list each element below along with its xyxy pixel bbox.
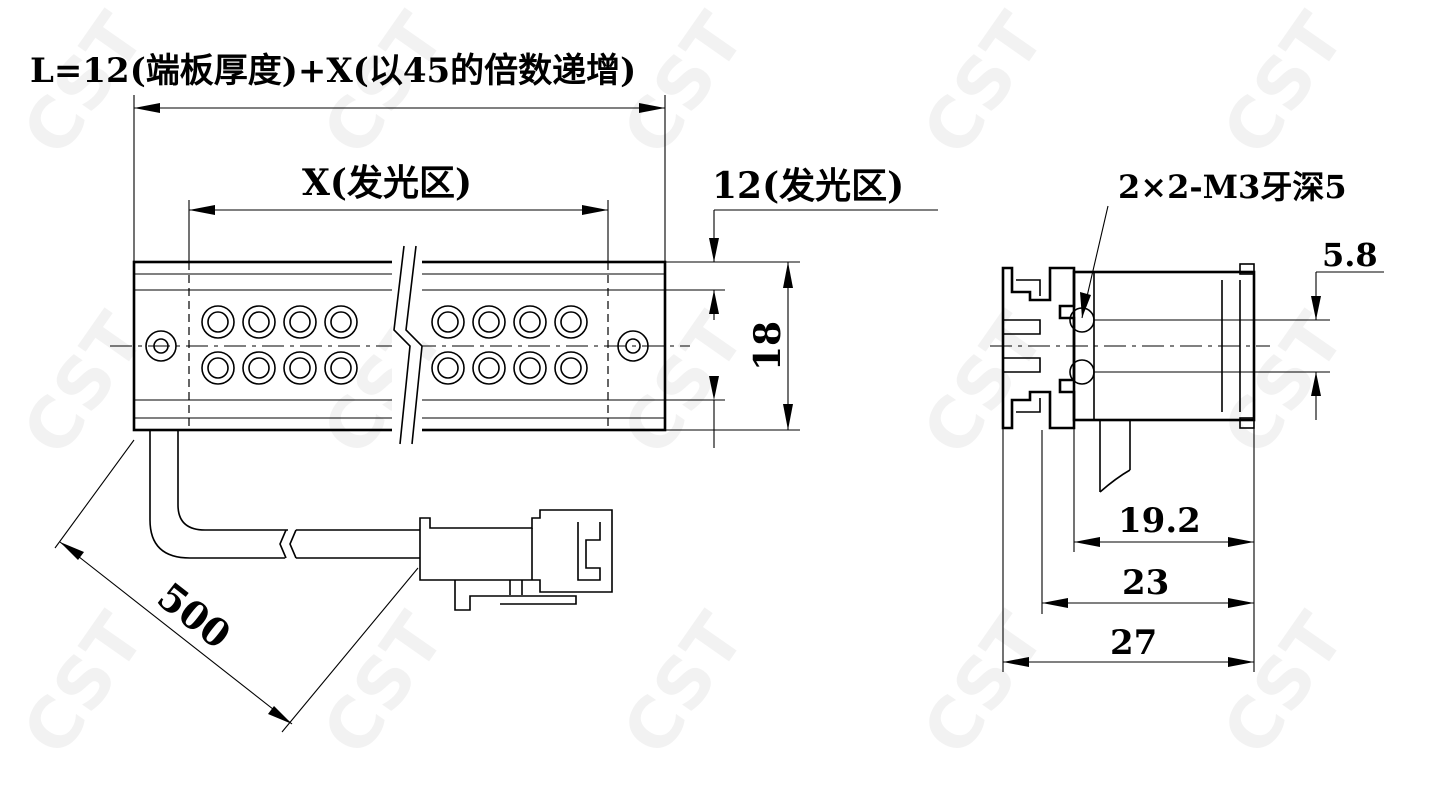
- led-lens-14: [519, 357, 541, 379]
- dim-overall-length: [133, 95, 666, 262]
- led-13: [513, 305, 547, 339]
- led-5: [283, 305, 317, 339]
- led-lens-1: [207, 311, 229, 333]
- watermark-8: CST: [607, 299, 761, 470]
- led-14: [513, 351, 547, 385]
- led-lens-2: [207, 357, 229, 379]
- cable-500-label: 500: [149, 573, 239, 657]
- emitting-12-label: 12(发光区): [712, 165, 904, 207]
- break-line-left: [393, 245, 411, 445]
- led-4: [242, 351, 276, 385]
- led-lens-9: [437, 311, 459, 333]
- led-9: [431, 305, 465, 339]
- dim-emitting-x: [188, 200, 609, 262]
- dim-5-8-label: 5.8: [1322, 236, 1378, 274]
- led-lens-8: [330, 357, 352, 379]
- housing-lip-bottom: [1239, 417, 1255, 429]
- watermark-5: CST: [1207, 0, 1361, 170]
- emitting-x-label: X(发光区): [302, 162, 472, 204]
- watermark-15: CST: [1207, 599, 1361, 770]
- led-10: [431, 351, 465, 385]
- led-15: [554, 305, 588, 339]
- led-6: [283, 351, 317, 385]
- connector-latch: [577, 522, 601, 581]
- watermark-6: CST: [7, 299, 161, 470]
- led-8: [324, 351, 358, 385]
- cable-break-a: [279, 529, 287, 559]
- led-3: [242, 305, 276, 339]
- dim-5-8: [1094, 271, 1384, 420]
- watermark-10: CST: [1207, 299, 1361, 470]
- led-lens-10: [437, 357, 459, 379]
- led-2: [201, 351, 235, 385]
- height-18-label: 18: [747, 321, 789, 371]
- profile-slot-top: [1016, 279, 1041, 296]
- led-11: [472, 305, 506, 339]
- led-lens-11: [478, 311, 500, 333]
- cable-break-b: [289, 529, 297, 559]
- end-mount-hole-right: [617, 330, 649, 362]
- led-lens-4: [248, 357, 270, 379]
- housing-lip-top: [1239, 263, 1255, 275]
- profile-channel-lower: [1003, 357, 1041, 373]
- watermark-12: CST: [307, 599, 461, 770]
- side-view: [990, 263, 1270, 493]
- dim-23-label: 23: [1122, 563, 1169, 603]
- led-lens-7: [330, 311, 352, 333]
- led-lens-16: [560, 357, 582, 379]
- led-1: [201, 305, 235, 339]
- dim-19-2-label: 19.2: [1118, 501, 1201, 541]
- led-lens-5: [289, 311, 311, 333]
- watermark-14: CST: [907, 599, 1061, 770]
- led-7: [324, 305, 358, 339]
- end-mount-hole-left-inner: [153, 338, 169, 354]
- front-view: [110, 245, 690, 445]
- profile-slot-bottom: [1016, 398, 1041, 413]
- connector-clip: [454, 580, 577, 611]
- break-gap: [392, 245, 422, 445]
- dim-widths: [1002, 420, 1255, 672]
- led-lens-3: [248, 311, 270, 333]
- watermark-11: CST: [7, 599, 161, 770]
- thread-leader: [1080, 205, 1109, 319]
- dim-27-label: 27: [1110, 623, 1157, 663]
- watermark-9: CST: [907, 299, 1061, 470]
- thread-label: 2×2-M3牙深5: [1118, 168, 1347, 206]
- dim-cable-500: [54, 439, 419, 733]
- cable-outer: [149, 430, 285, 559]
- led-12: [472, 351, 506, 385]
- watermark-13: CST: [607, 599, 761, 770]
- break-line-right: [405, 245, 423, 445]
- led-lens-12: [478, 357, 500, 379]
- dim-emitting-12: [665, 209, 938, 448]
- watermark-4: CST: [907, 0, 1061, 170]
- cable-assembly: [149, 430, 613, 611]
- led-16: [554, 351, 588, 385]
- led-lens-6: [289, 357, 311, 379]
- led-array: [201, 305, 588, 385]
- overall-length-label: L=12(端板厚度)+X(以45的倍数递增): [30, 51, 636, 91]
- cable-stub-break: [1099, 469, 1131, 493]
- led-lens-15: [560, 311, 582, 333]
- watermark-7: CST: [307, 299, 461, 470]
- cable-inner: [177, 430, 288, 531]
- connector-body: [419, 509, 613, 593]
- led-lens-13: [519, 311, 541, 333]
- end-mount-hole-right-inner: [625, 338, 641, 354]
- profile-channel-upper: [1003, 319, 1041, 335]
- dim-height-18: [665, 261, 800, 431]
- end-mount-hole-left: [145, 330, 177, 362]
